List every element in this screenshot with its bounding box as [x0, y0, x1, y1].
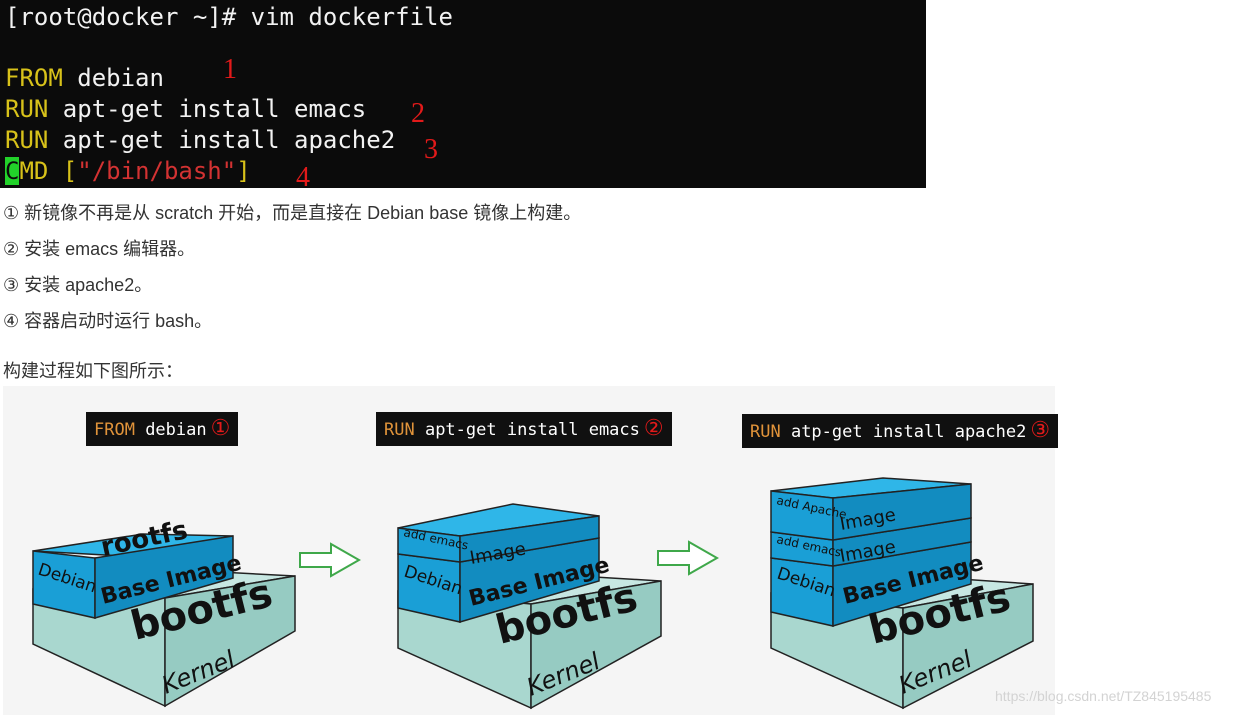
- cmd-close-bracket: ]: [236, 157, 251, 185]
- keyword-run: RUN: [5, 126, 49, 154]
- cmd-open-bracket: [: [48, 157, 78, 185]
- text-cursor: C: [5, 157, 20, 185]
- run-arg: apt-get install emacs: [48, 95, 367, 123]
- marker-3: 3: [424, 134, 438, 165]
- step-number: ③: [1030, 418, 1051, 443]
- step-number: ①: [210, 416, 231, 441]
- step-text: apt-get install emacs: [414, 420, 640, 440]
- step-keyword: FROM: [94, 420, 135, 440]
- step-keyword: RUN: [384, 420, 415, 440]
- terminal-window: [root@docker ~]# vim dockerfile FROM deb…: [0, 0, 926, 193]
- keyword-run: RUN: [5, 95, 49, 123]
- stack-2: add emacs Image Base Image Debian bootfs…: [397, 503, 662, 710]
- arrow-right-icon: [657, 540, 720, 576]
- step-text: debian: [134, 420, 207, 440]
- stack-1: rootfs Base Image Debian bootfs Kernel: [32, 515, 296, 708]
- note-2: ② 安装 emacs 编辑器。: [3, 239, 196, 259]
- arrow-right-icon: [299, 542, 362, 578]
- intro-text: 构建过程如下图所示：: [3, 361, 183, 381]
- step-text: atp-get install apache2: [780, 422, 1027, 442]
- marker-4: 4: [296, 162, 310, 193]
- watermark: https://blog.csdn.net/TZ845195485: [995, 688, 1212, 704]
- cmd-string: "/bin/bash": [77, 157, 237, 185]
- keyword-from: FROM: [5, 64, 63, 92]
- build-process-diagram: .g-top { fill:#c7e7e2; stroke:#222; stro…: [3, 386, 1059, 715]
- dockerfile-line-1: FROM debian: [5, 63, 164, 93]
- step-keyword: RUN: [750, 422, 781, 442]
- dockerfile-line-3: RUN apt-get install apache2: [5, 125, 395, 155]
- keyword-cmd: MD: [19, 157, 49, 185]
- note-1: ① 新镜像不再是从 scratch 开始，而是直接在 Debian base 镜…: [3, 203, 582, 223]
- shell-prompt: [root@docker ~]# vim dockerfile: [5, 3, 453, 31]
- marker-2: 2: [411, 98, 425, 129]
- dockerfile-line-2: RUN apt-get install emacs: [5, 94, 366, 124]
- dockerfile-line-4: CMD ["/bin/bash"]: [5, 156, 251, 186]
- note-4: ④ 容器启动时运行 bash。: [3, 311, 213, 331]
- layers-svg: .g-top { fill:#c7e7e2; stroke:#222; stro…: [32, 477, 1034, 710]
- step-number: ②: [643, 416, 664, 441]
- note-3: ③ 安装 apache2。: [3, 275, 153, 295]
- stack-3: add Apache Image add emacs Image Base Im…: [770, 477, 1034, 710]
- run-arg: apt-get install apache2: [48, 126, 396, 154]
- from-arg: debian: [62, 64, 164, 92]
- marker-1: 1: [223, 54, 237, 85]
